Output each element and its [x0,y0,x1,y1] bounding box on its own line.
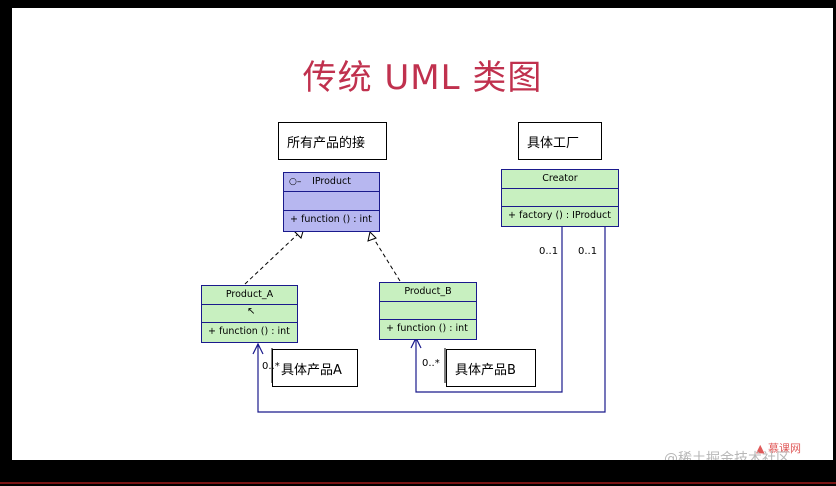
class-creator-attributes [502,189,618,207]
relationship-lines [244,226,606,413]
note-product-a: 具体产品A [272,349,358,387]
note-factory-text: 具体工厂 [527,136,580,151]
note-interface-text: 所有产品的接 [287,136,366,151]
multiplicity-creator-right: 0..1 [578,246,598,257]
video-progress-line [0,482,836,484]
note-interface: 所有产品的接 [278,122,387,160]
realization-line-a [244,232,300,285]
class-product-b-operation: + function () : int [386,323,468,334]
class-creator-name: Creator [502,170,618,189]
mouse-cursor-icon: ↖ [247,306,256,317]
brand-text: 慕课网 [767,442,801,455]
brand-flame-icon: ▲ [756,442,765,455]
class-product-a-operation: + function () : int [208,326,290,337]
slide-title: 传统 UML 类图 [302,58,543,98]
brand-logo: ▲ 慕课网 [756,440,801,456]
note-product-b-text: 具体产品B [455,363,516,378]
realization-line-b [373,238,401,282]
class-iproduct-operation: + function () : int [290,214,372,225]
multiplicity-product-b: 0..* [422,358,440,369]
class-product-b-attributes [380,302,476,320]
class-creator[interactable]: Creator + factory () : IProduct [501,169,619,227]
class-product-b-name: Product_B [380,283,476,302]
interface-icon: ○– [289,177,302,187]
association-arrow-a [252,342,264,355]
class-creator-operation: + factory () : IProduct [508,210,611,221]
note-product-a-text: 具体产品A [281,363,342,378]
slide-canvas: 传统 UML 类图 所有产品的接 具体工厂 具体产品A 具体产品B ○– IPr… [12,8,833,467]
class-iproduct-header: ○– IProduct [284,173,379,192]
note-product-b: 具体产品B [446,349,536,387]
class-iproduct[interactable]: ○– IProduct + function () : int [283,172,380,232]
class-product-b[interactable]: Product_B + function () : int [379,282,477,340]
video-bottom-bar [0,460,836,486]
association-creator-product-b [415,226,563,393]
class-iproduct-name: IProduct [312,176,351,187]
note-factory: 具体工厂 [518,122,602,160]
class-product-a-attributes: ↖ [202,305,297,323]
multiplicity-creator-left: 0..1 [539,246,559,257]
multiplicity-product-a: 0..* [262,361,280,372]
class-product-a[interactable]: Product_A ↖ + function () : int [201,285,298,343]
class-product-a-name: Product_A [202,286,297,305]
class-iproduct-attributes [284,192,379,211]
association-creator-product-a [257,226,606,413]
realization-arrowhead-b [367,231,377,242]
